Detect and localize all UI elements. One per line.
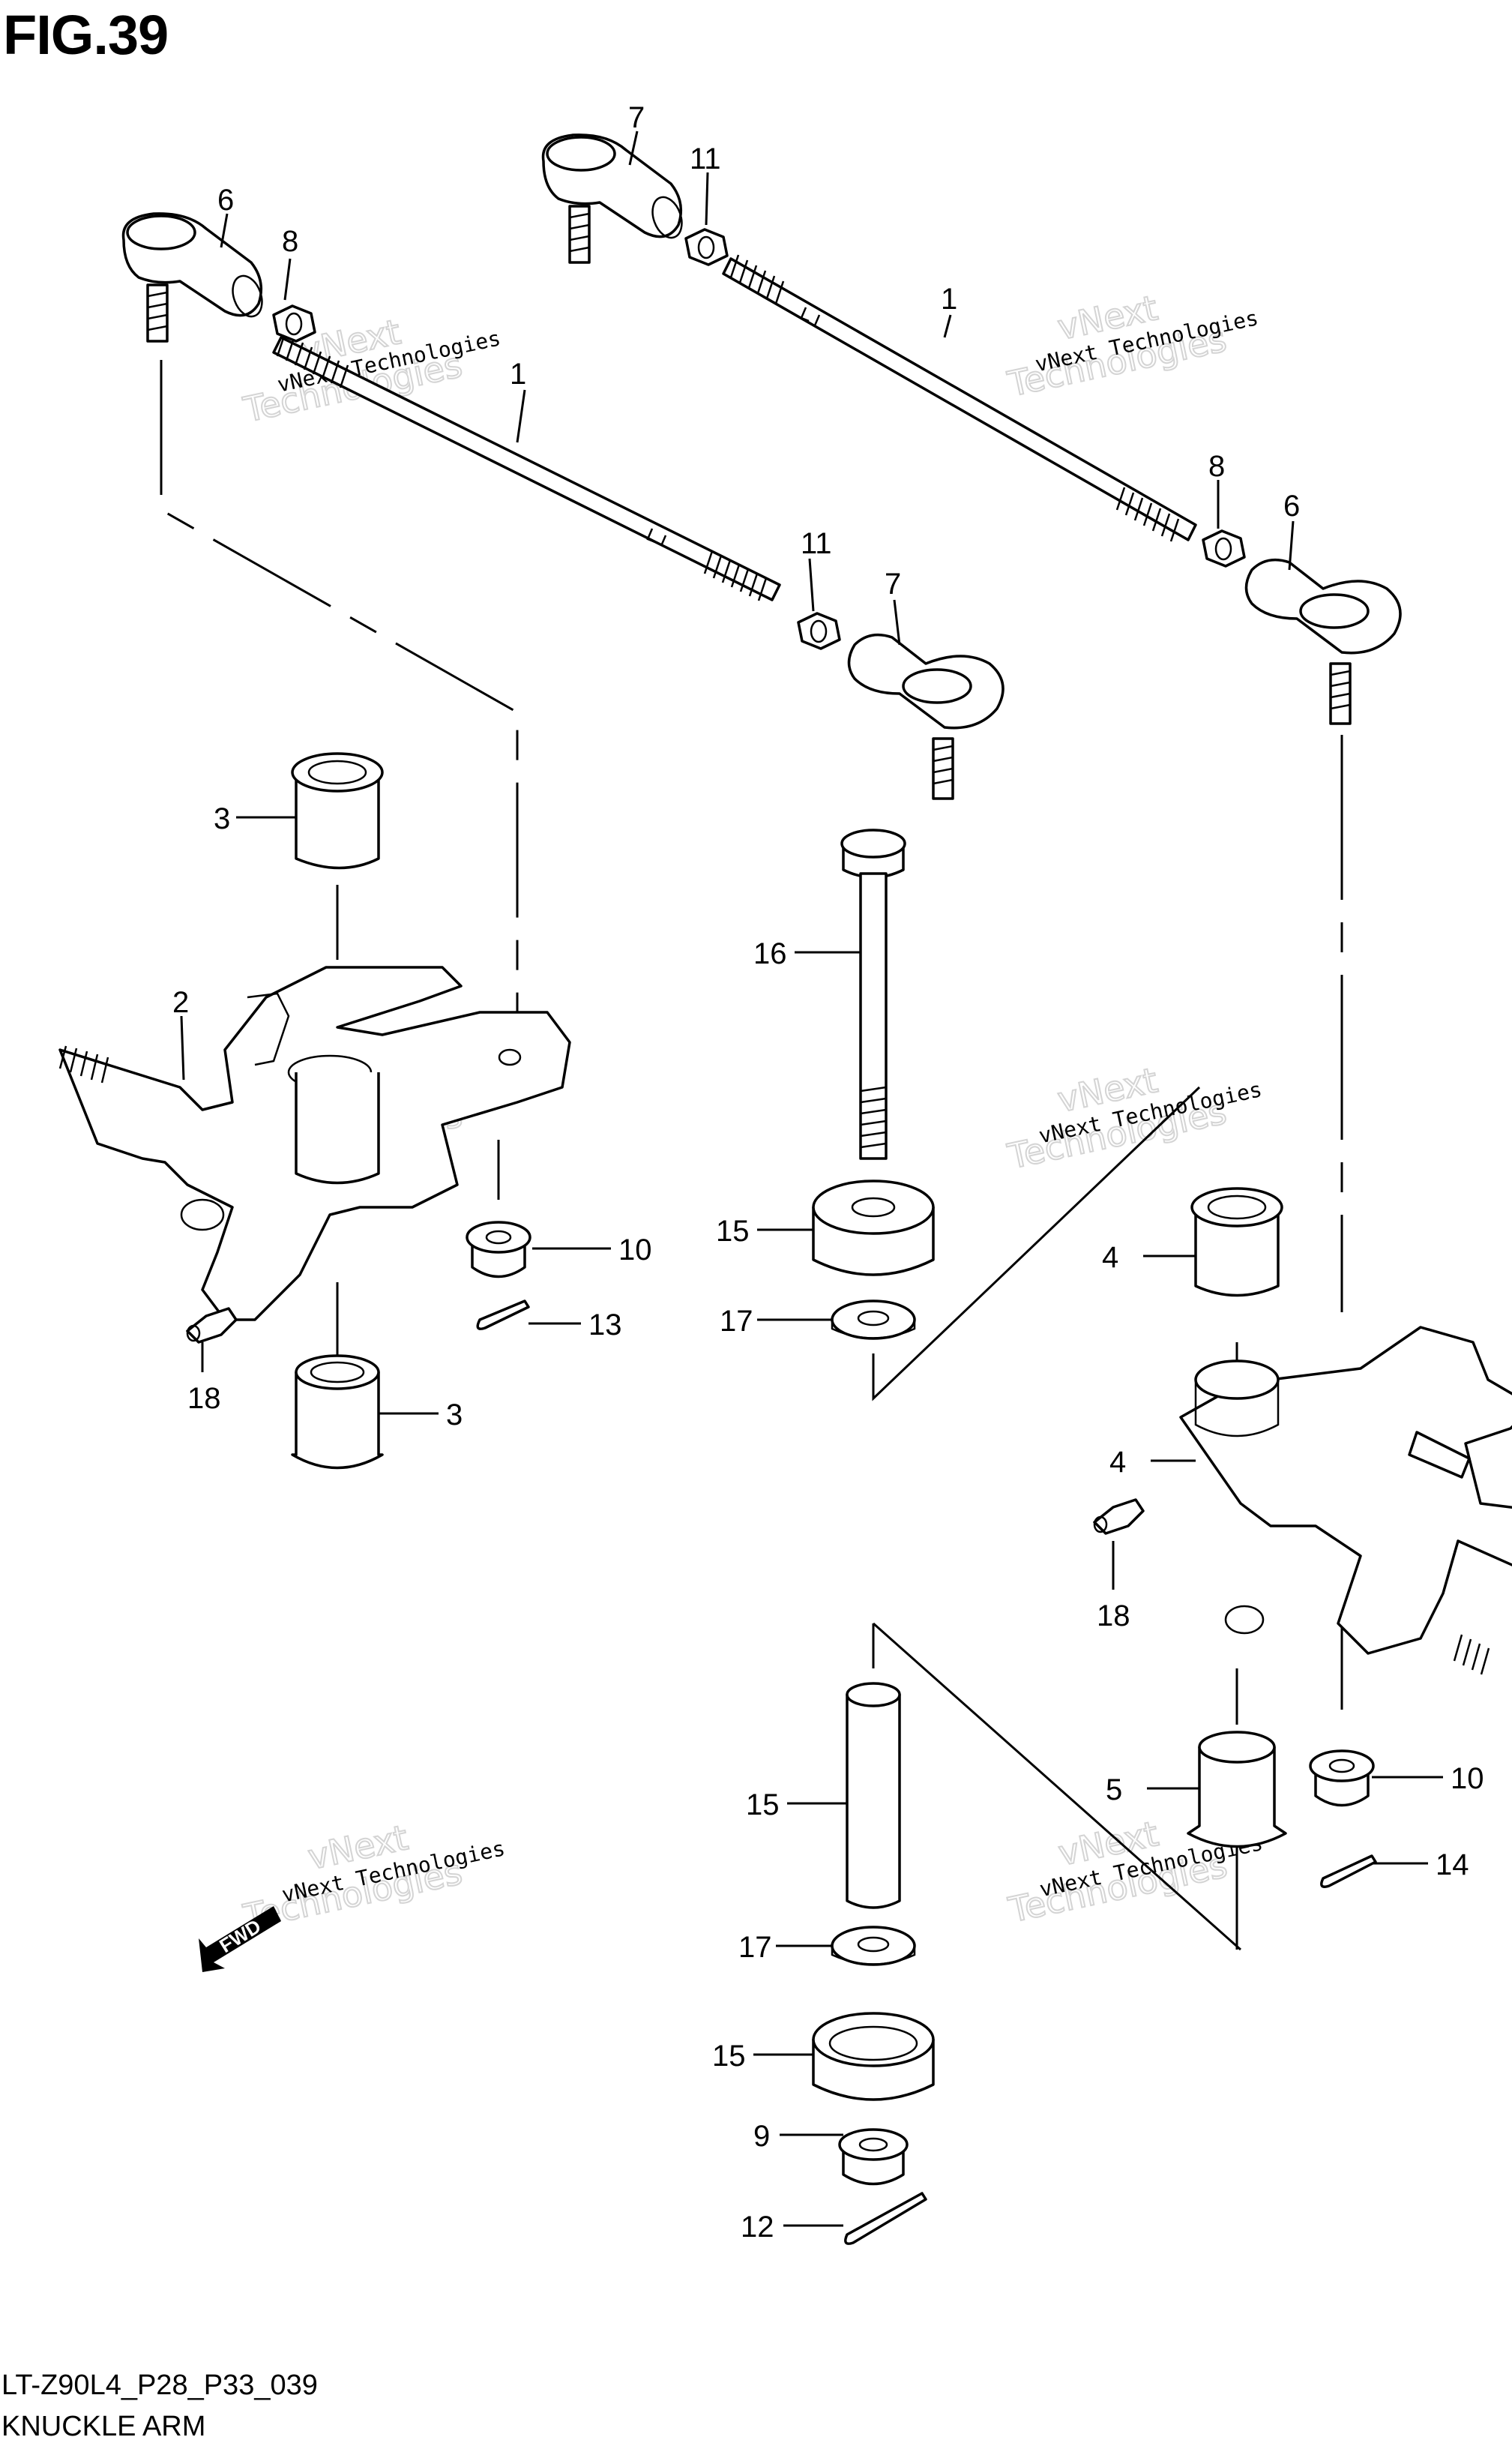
nut-11-middle [797,612,841,650]
grease-nipple-left [186,1307,238,1344]
callout-2: 2 [172,986,189,1019]
callout-6-right: 6 [1283,490,1300,523]
callout-17-lower: 17 [738,1931,772,1964]
callout-3-lower: 3 [446,1398,463,1431]
castle-nut-9 [838,2128,909,2186]
callout-9: 9 [753,2120,770,2153]
callout-7-top: 7 [628,101,645,134]
tie-rod-end-outer-right [541,133,683,264]
callout-1-right: 1 [941,283,957,316]
bushing-5-upper [1190,1187,1283,1297]
forward-direction-arrow: FWD [199,1906,281,1972]
callout-5-upper: 4 [1102,1241,1118,1274]
spacer-15-lower [812,2012,935,2101]
bolt-16 [840,829,906,1160]
callout-11-top: 11 [690,142,721,175]
figure-title: FIG.39 [3,4,169,66]
callout-15-lower: 15 [712,2040,746,2073]
nut-11-left [684,228,729,266]
pin-14 [846,1682,901,1909]
callout-1-left: 1 [510,358,526,391]
bushing-3-upper [291,752,384,870]
knuckle-arm-right [1179,1326,1512,1675]
bushing-3-lower [291,1354,384,1470]
knuckle-arm-left [58,966,571,1321]
callout-18-right: 18 [1097,1599,1130,1632]
callout-16: 16 [753,937,787,970]
washer-17-upper [831,1299,916,1340]
callout-10-left: 10 [618,1233,652,1266]
cotter-pin-13-right [1320,1854,1377,1888]
tie-rod-end-inner-left [847,633,1005,800]
nut-8-left [272,304,316,343]
washer-17-lower [831,1926,916,1966]
callout-10-right: 10 [1451,1762,1484,1795]
cotter-pin-13-left [476,1299,530,1330]
callout-15-upper: 15 [716,1215,750,1248]
tie-rod-end-outer-left [121,212,263,343]
callout-7-middle: 7 [885,568,901,601]
grease-nipple-right [1093,1498,1145,1535]
tie-rod-right [722,254,1197,542]
callout-3-upper: 3 [214,802,230,835]
castle-nut-10-left [466,1221,531,1278]
callout-14: 15 [746,1788,780,1821]
callout-13-right: 14 [1436,1848,1469,1881]
callout-17-upper: 17 [720,1305,753,1338]
callout-4: 4 [1109,1446,1126,1479]
tie-rod-left [272,333,781,601]
callout-11-middle: 11 [801,527,832,560]
cotter-pin-12 [844,2192,927,2245]
bushing-5-lower [1187,1731,1287,1848]
callout-numbers: 6 8 7 11 1 1 11 7 8 6 3 2 3 16 15 17 10 … [172,101,1484,2244]
callout-8-right: 8 [1208,450,1225,483]
callout-12: 12 [741,2211,774,2244]
diagram-code: LT-Z90L4_P28_P33_039 [1,2370,318,2401]
tie-rod-end-inner-right [1244,558,1402,725]
spacer-15-upper [812,1180,935,1276]
callout-8-upper-left: 8 [282,225,298,258]
castle-nut-10-right [1309,1749,1375,1807]
callout-5-lower: 5 [1106,1773,1122,1806]
callout-leaders [180,130,1443,2227]
callout-18-left: 18 [187,1382,221,1415]
callout-6-upper-left: 6 [217,184,234,217]
callout-13-left: 13 [588,1308,622,1341]
nut-8-right [1202,529,1246,568]
section-name: KNUCKLE ARM [1,2411,206,2442]
